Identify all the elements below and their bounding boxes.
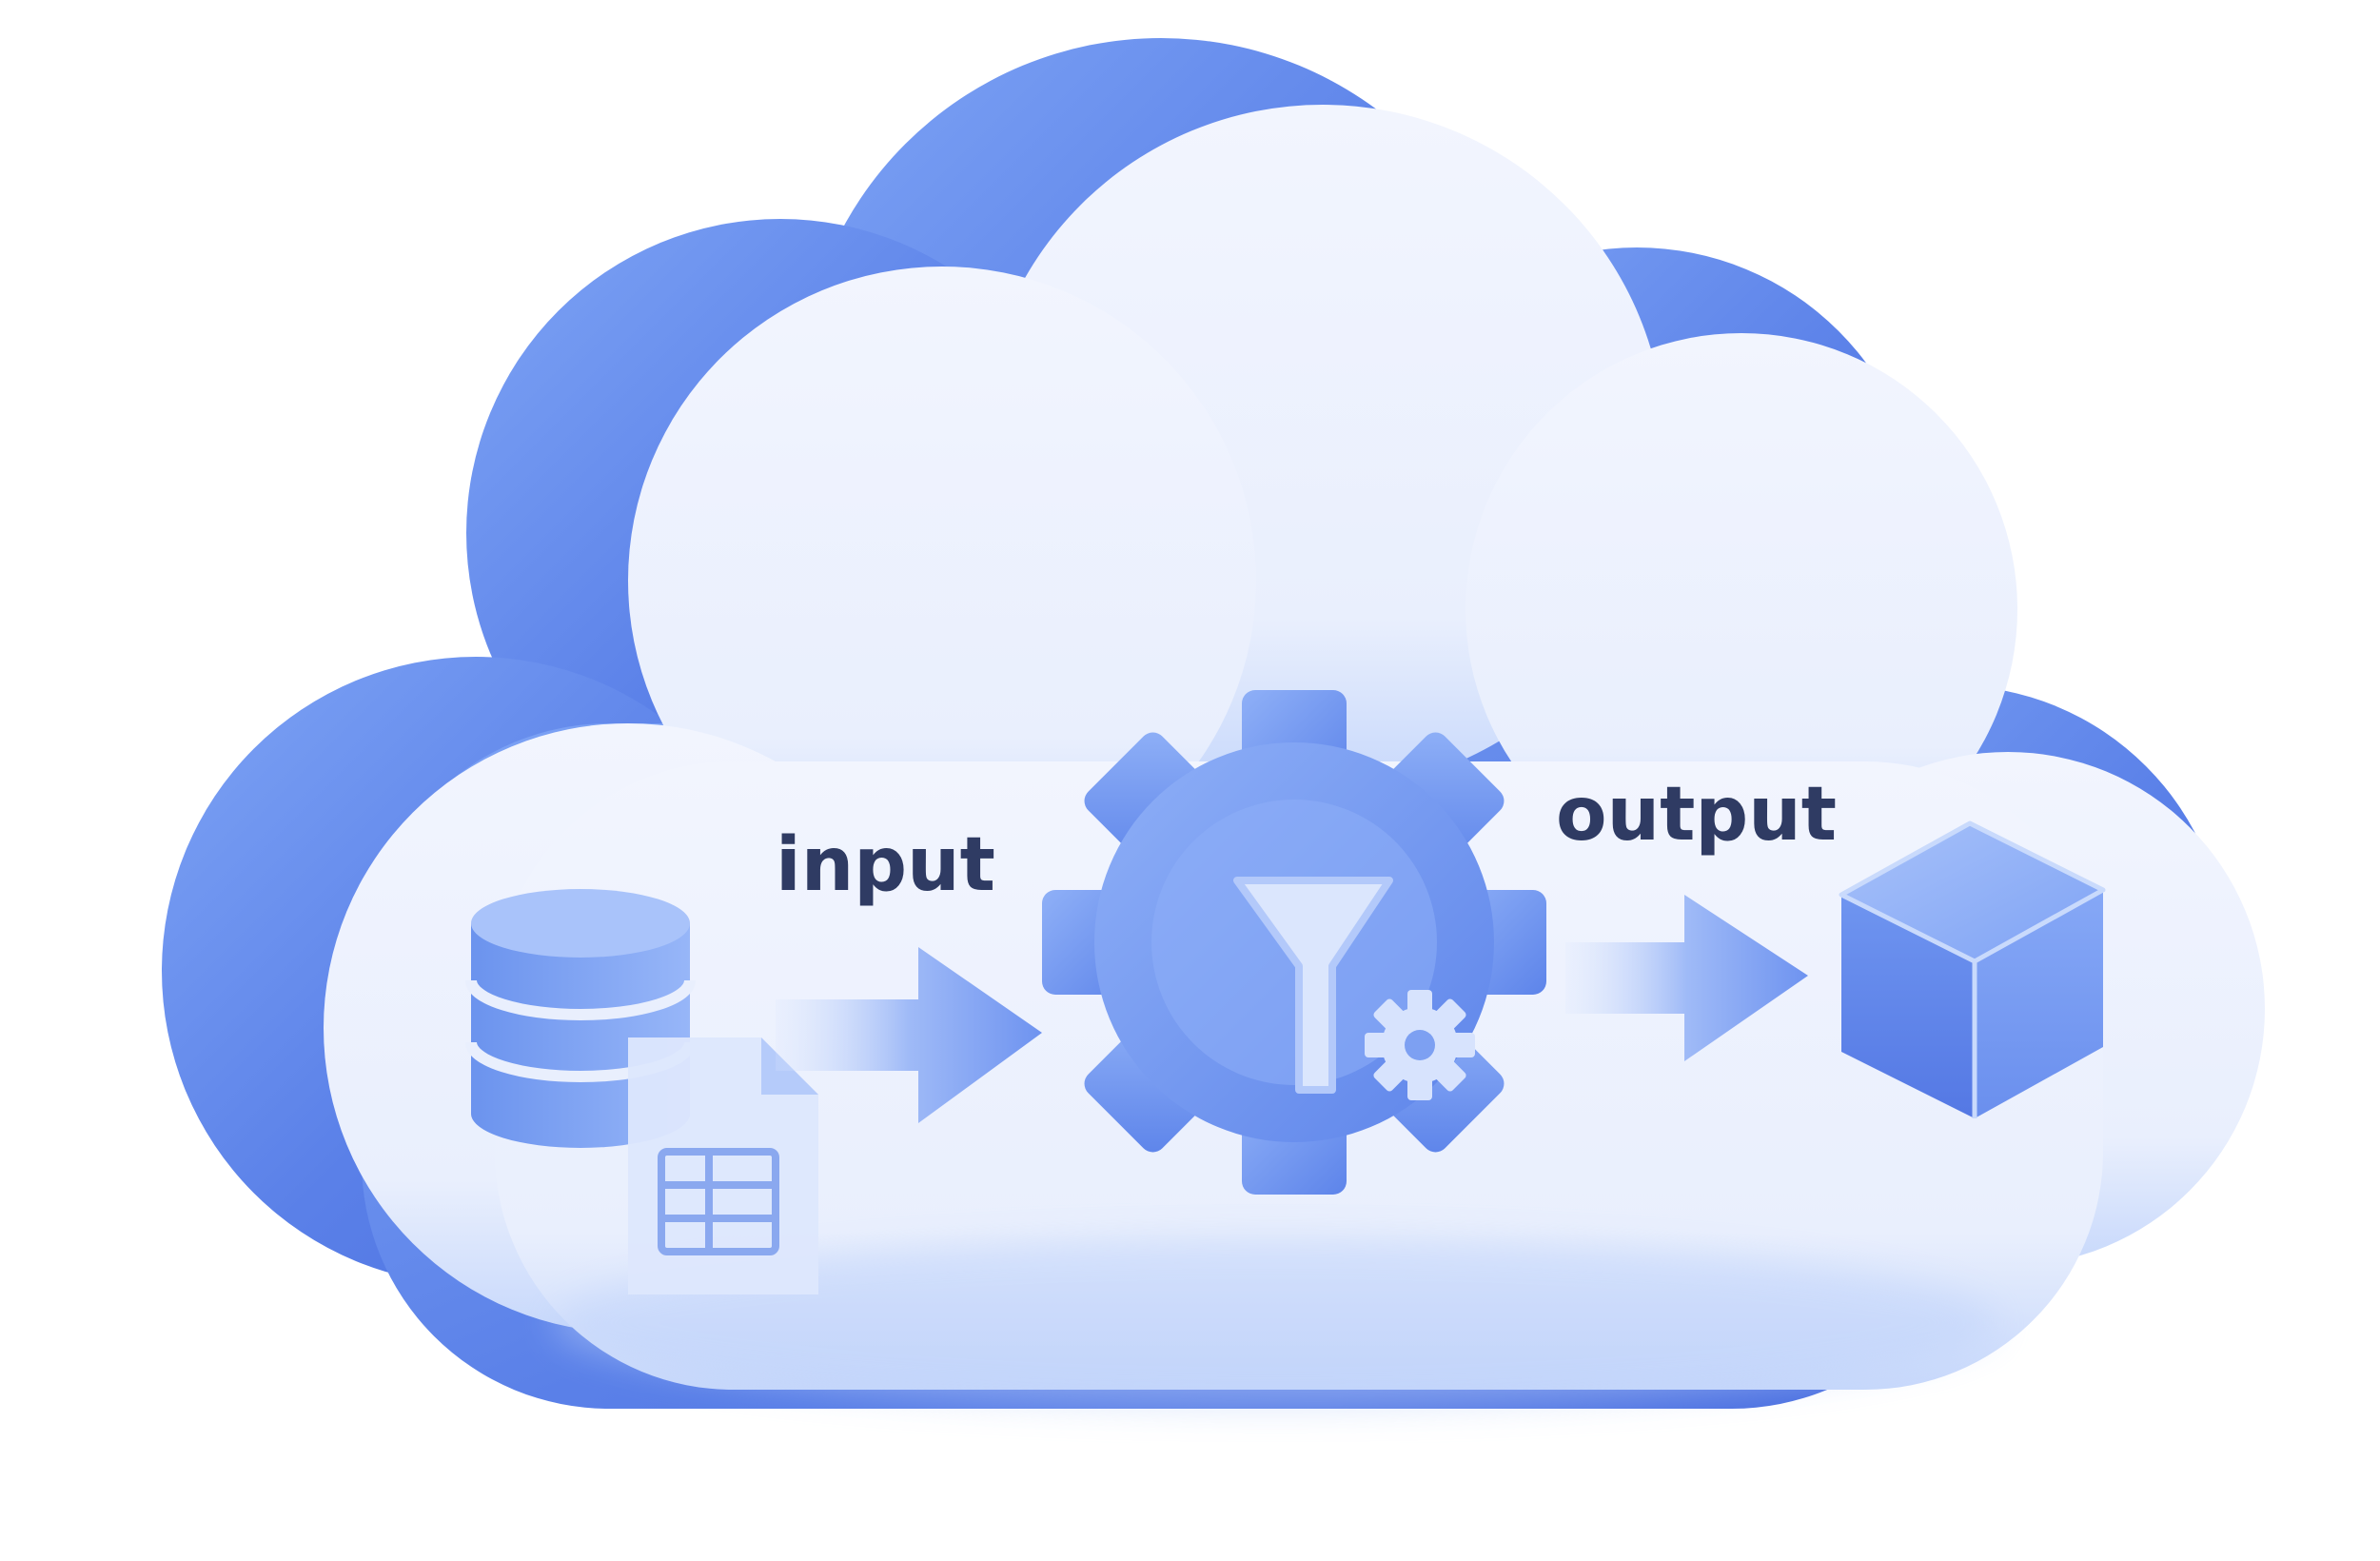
output-label: output	[1556, 772, 1837, 858]
funnel-filter-icon	[1233, 877, 1393, 1094]
input-label: input	[776, 822, 995, 908]
output-arrow	[1565, 895, 1808, 1061]
cloud-shape	[162, 38, 2265, 1409]
spreadsheet-file-icon	[628, 1037, 818, 1294]
cloud-bottom-glow	[552, 1237, 1998, 1409]
cube-icon	[1839, 820, 2106, 1118]
input-arrow	[776, 947, 1042, 1123]
table-grid-icon	[658, 1148, 779, 1255]
small-gear-icon	[1365, 990, 1475, 1100]
